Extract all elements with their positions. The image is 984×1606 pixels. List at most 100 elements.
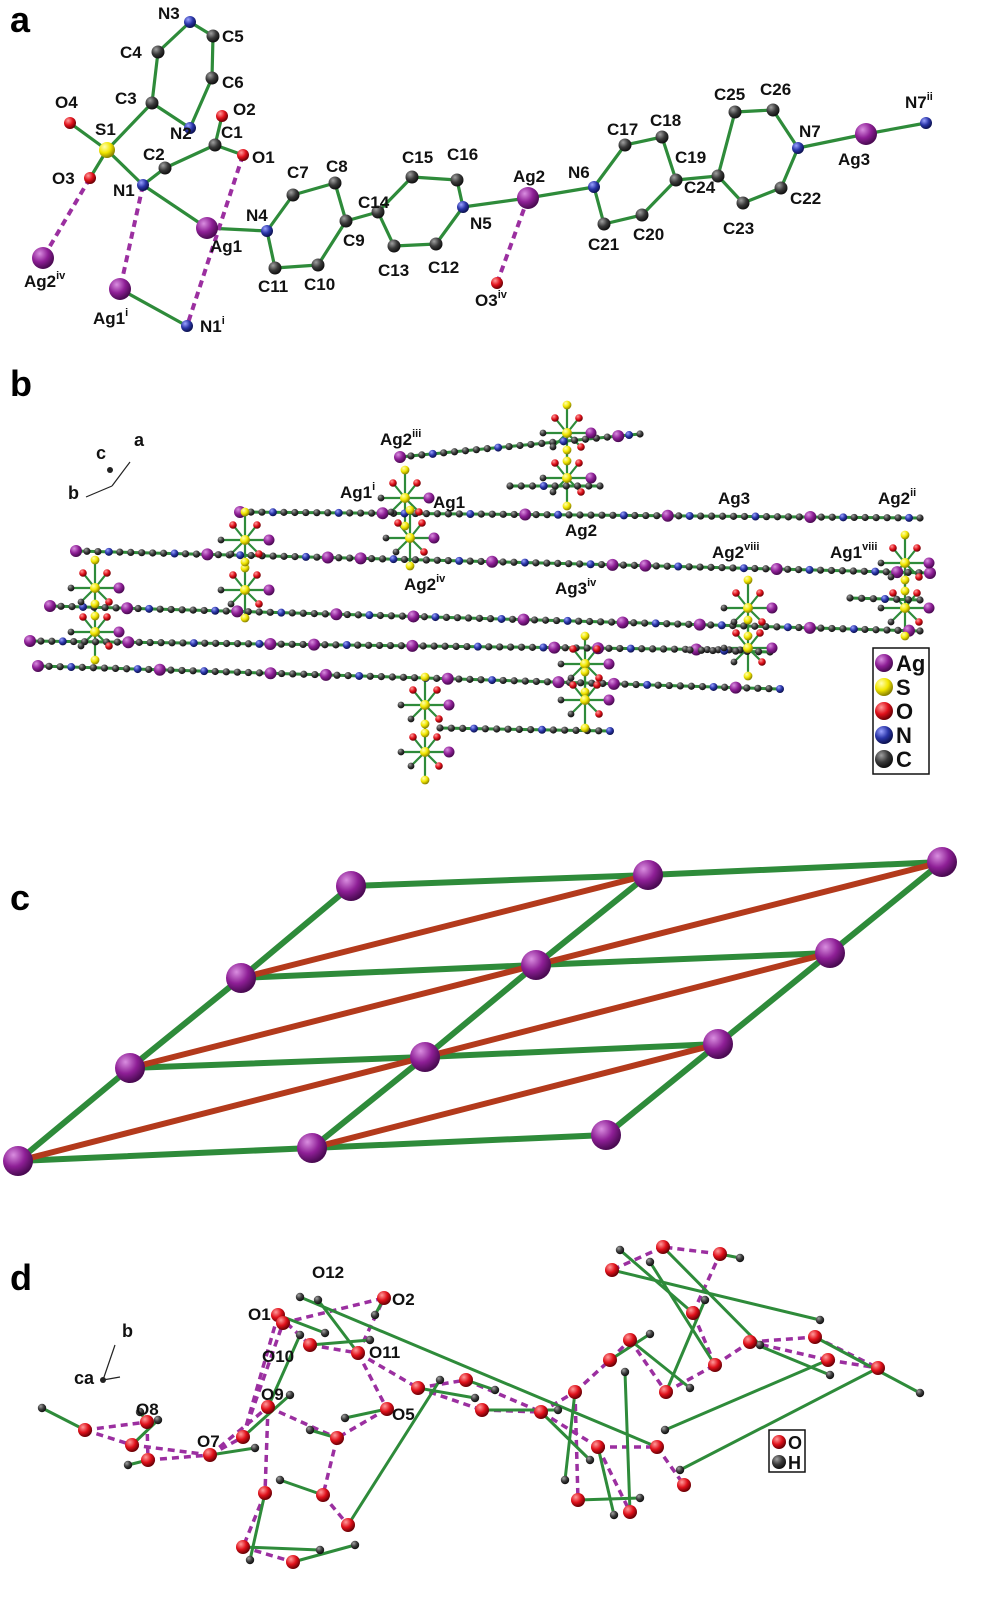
bond <box>410 175 459 182</box>
c-atom <box>740 512 749 521</box>
label-superscript: viii <box>862 541 877 553</box>
c-atom <box>442 613 451 621</box>
atom-label: N4 <box>246 206 268 225</box>
c-atom <box>729 512 738 520</box>
o-atom <box>330 1431 344 1445</box>
o-atom <box>915 618 923 626</box>
c-atom <box>392 548 400 556</box>
c-atom <box>145 665 153 674</box>
o-atom <box>413 479 421 487</box>
panel-label-a: a <box>10 0 31 40</box>
c-atom <box>430 642 438 650</box>
c-atom <box>649 645 657 653</box>
atom-label: O2 <box>392 1290 415 1309</box>
c-atom <box>156 605 164 613</box>
o-atom <box>758 658 766 666</box>
bond <box>602 213 644 226</box>
c-atom <box>77 642 85 650</box>
atom-label: C21 <box>588 235 619 254</box>
atom-label: N1i <box>200 315 225 336</box>
ag-atom <box>113 626 125 638</box>
o-atom <box>261 1400 275 1414</box>
ag-atom <box>766 642 778 654</box>
atom-label: O1 <box>252 148 275 167</box>
c-atom <box>543 511 551 519</box>
o-atom <box>303 1338 317 1352</box>
label-text: O3 <box>52 169 75 188</box>
c-atom <box>543 559 551 567</box>
o-h-bond <box>563 1390 577 1482</box>
contact-n1-ag1 <box>118 184 145 290</box>
c-atom <box>762 513 771 521</box>
c-atom <box>57 602 65 610</box>
c-atom <box>127 548 135 557</box>
s-atom <box>743 671 753 681</box>
ag-atom <box>519 508 532 521</box>
o-h-bond <box>596 1445 616 1517</box>
o-h-bond <box>208 1446 257 1457</box>
label-text: Ag1 <box>340 483 372 502</box>
o-atom <box>380 1402 394 1416</box>
c-atom <box>751 622 759 630</box>
o-atom <box>286 1555 300 1569</box>
c-atom <box>258 508 266 516</box>
c-legend-swatch <box>875 750 893 768</box>
c-atom <box>714 646 722 654</box>
network-link <box>309 1041 721 1151</box>
ag-atom <box>891 566 904 579</box>
label-text: Ag1 <box>433 493 465 512</box>
c-atom <box>528 482 537 490</box>
ag-atom <box>196 217 218 239</box>
c-atom <box>521 677 529 685</box>
c-atom <box>517 482 525 490</box>
h-atom <box>645 1257 655 1267</box>
c-atom <box>321 641 329 649</box>
c-atom <box>674 620 682 628</box>
label-text: C6 <box>222 73 244 92</box>
hydrogen-bond <box>267 1405 338 1440</box>
c-atom <box>311 258 325 272</box>
c-atom <box>567 674 575 682</box>
c-atom <box>654 681 662 689</box>
ag-atom <box>603 658 615 670</box>
network-node <box>927 847 957 877</box>
n-atom <box>200 667 209 676</box>
c-atom <box>765 685 773 693</box>
c-atom <box>67 584 75 592</box>
s-atom <box>90 627 100 637</box>
ag-atom <box>428 532 440 544</box>
hydrogen-bond <box>309 1343 359 1355</box>
hydrogen-bond <box>242 1545 294 1564</box>
panel-d-legend: OH <box>768 1429 806 1473</box>
atom-label: N7ii <box>905 91 933 112</box>
n-atom <box>104 547 113 556</box>
bond <box>265 193 295 233</box>
label-text: C19 <box>675 148 706 167</box>
c-atom <box>904 568 912 577</box>
label-text: O2 <box>392 1290 415 1309</box>
h-atom <box>285 1390 295 1400</box>
c-atom <box>247 508 255 516</box>
c-atom <box>730 618 738 626</box>
label-text: O11 <box>369 1343 400 1362</box>
contact-ag2-o3 <box>495 197 530 284</box>
c-atom <box>828 624 836 633</box>
c-atom <box>766 103 780 117</box>
s-atom <box>562 428 572 438</box>
o-h-bond <box>308 1338 372 1347</box>
c-atom <box>255 669 264 677</box>
label-text: C11 <box>258 277 288 296</box>
ag-atom <box>32 660 44 672</box>
c-atom <box>663 620 671 628</box>
c-atom <box>816 566 825 574</box>
bond <box>333 181 348 223</box>
c-atom <box>894 626 902 634</box>
network-link <box>15 1145 315 1164</box>
label-text: C2 <box>143 145 165 164</box>
c-atom <box>773 623 781 631</box>
o-atom <box>236 1540 250 1554</box>
o-h-bond <box>266 1333 302 1409</box>
c-atom <box>720 644 728 652</box>
o-atom <box>534 1405 548 1419</box>
o-h-bond <box>40 1406 87 1432</box>
